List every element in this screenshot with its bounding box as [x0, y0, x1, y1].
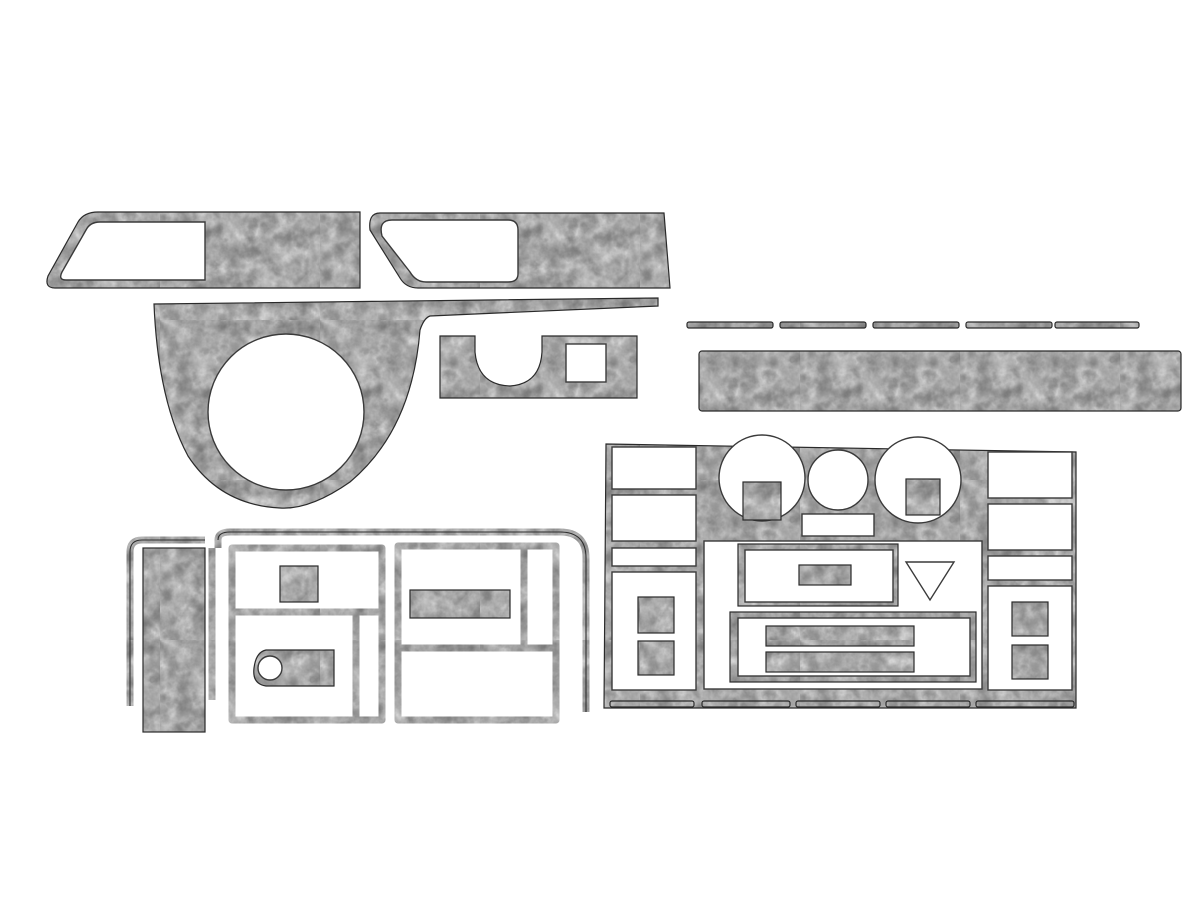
left-pillar-trim: [126, 536, 216, 733]
instrument-cluster-surround: [153, 297, 659, 509]
lower-left-console-frame: [214, 528, 590, 724]
small-switch-panel: [439, 335, 638, 399]
long-dash-trim-bar: [698, 350, 1182, 412]
center-console-panel: [603, 434, 1077, 709]
thin-trim-strips: [686, 321, 1140, 329]
top-right-door-trim: [369, 212, 671, 289]
console-bottom-strips: [609, 700, 1075, 708]
top-left-door-trim: [46, 211, 361, 289]
